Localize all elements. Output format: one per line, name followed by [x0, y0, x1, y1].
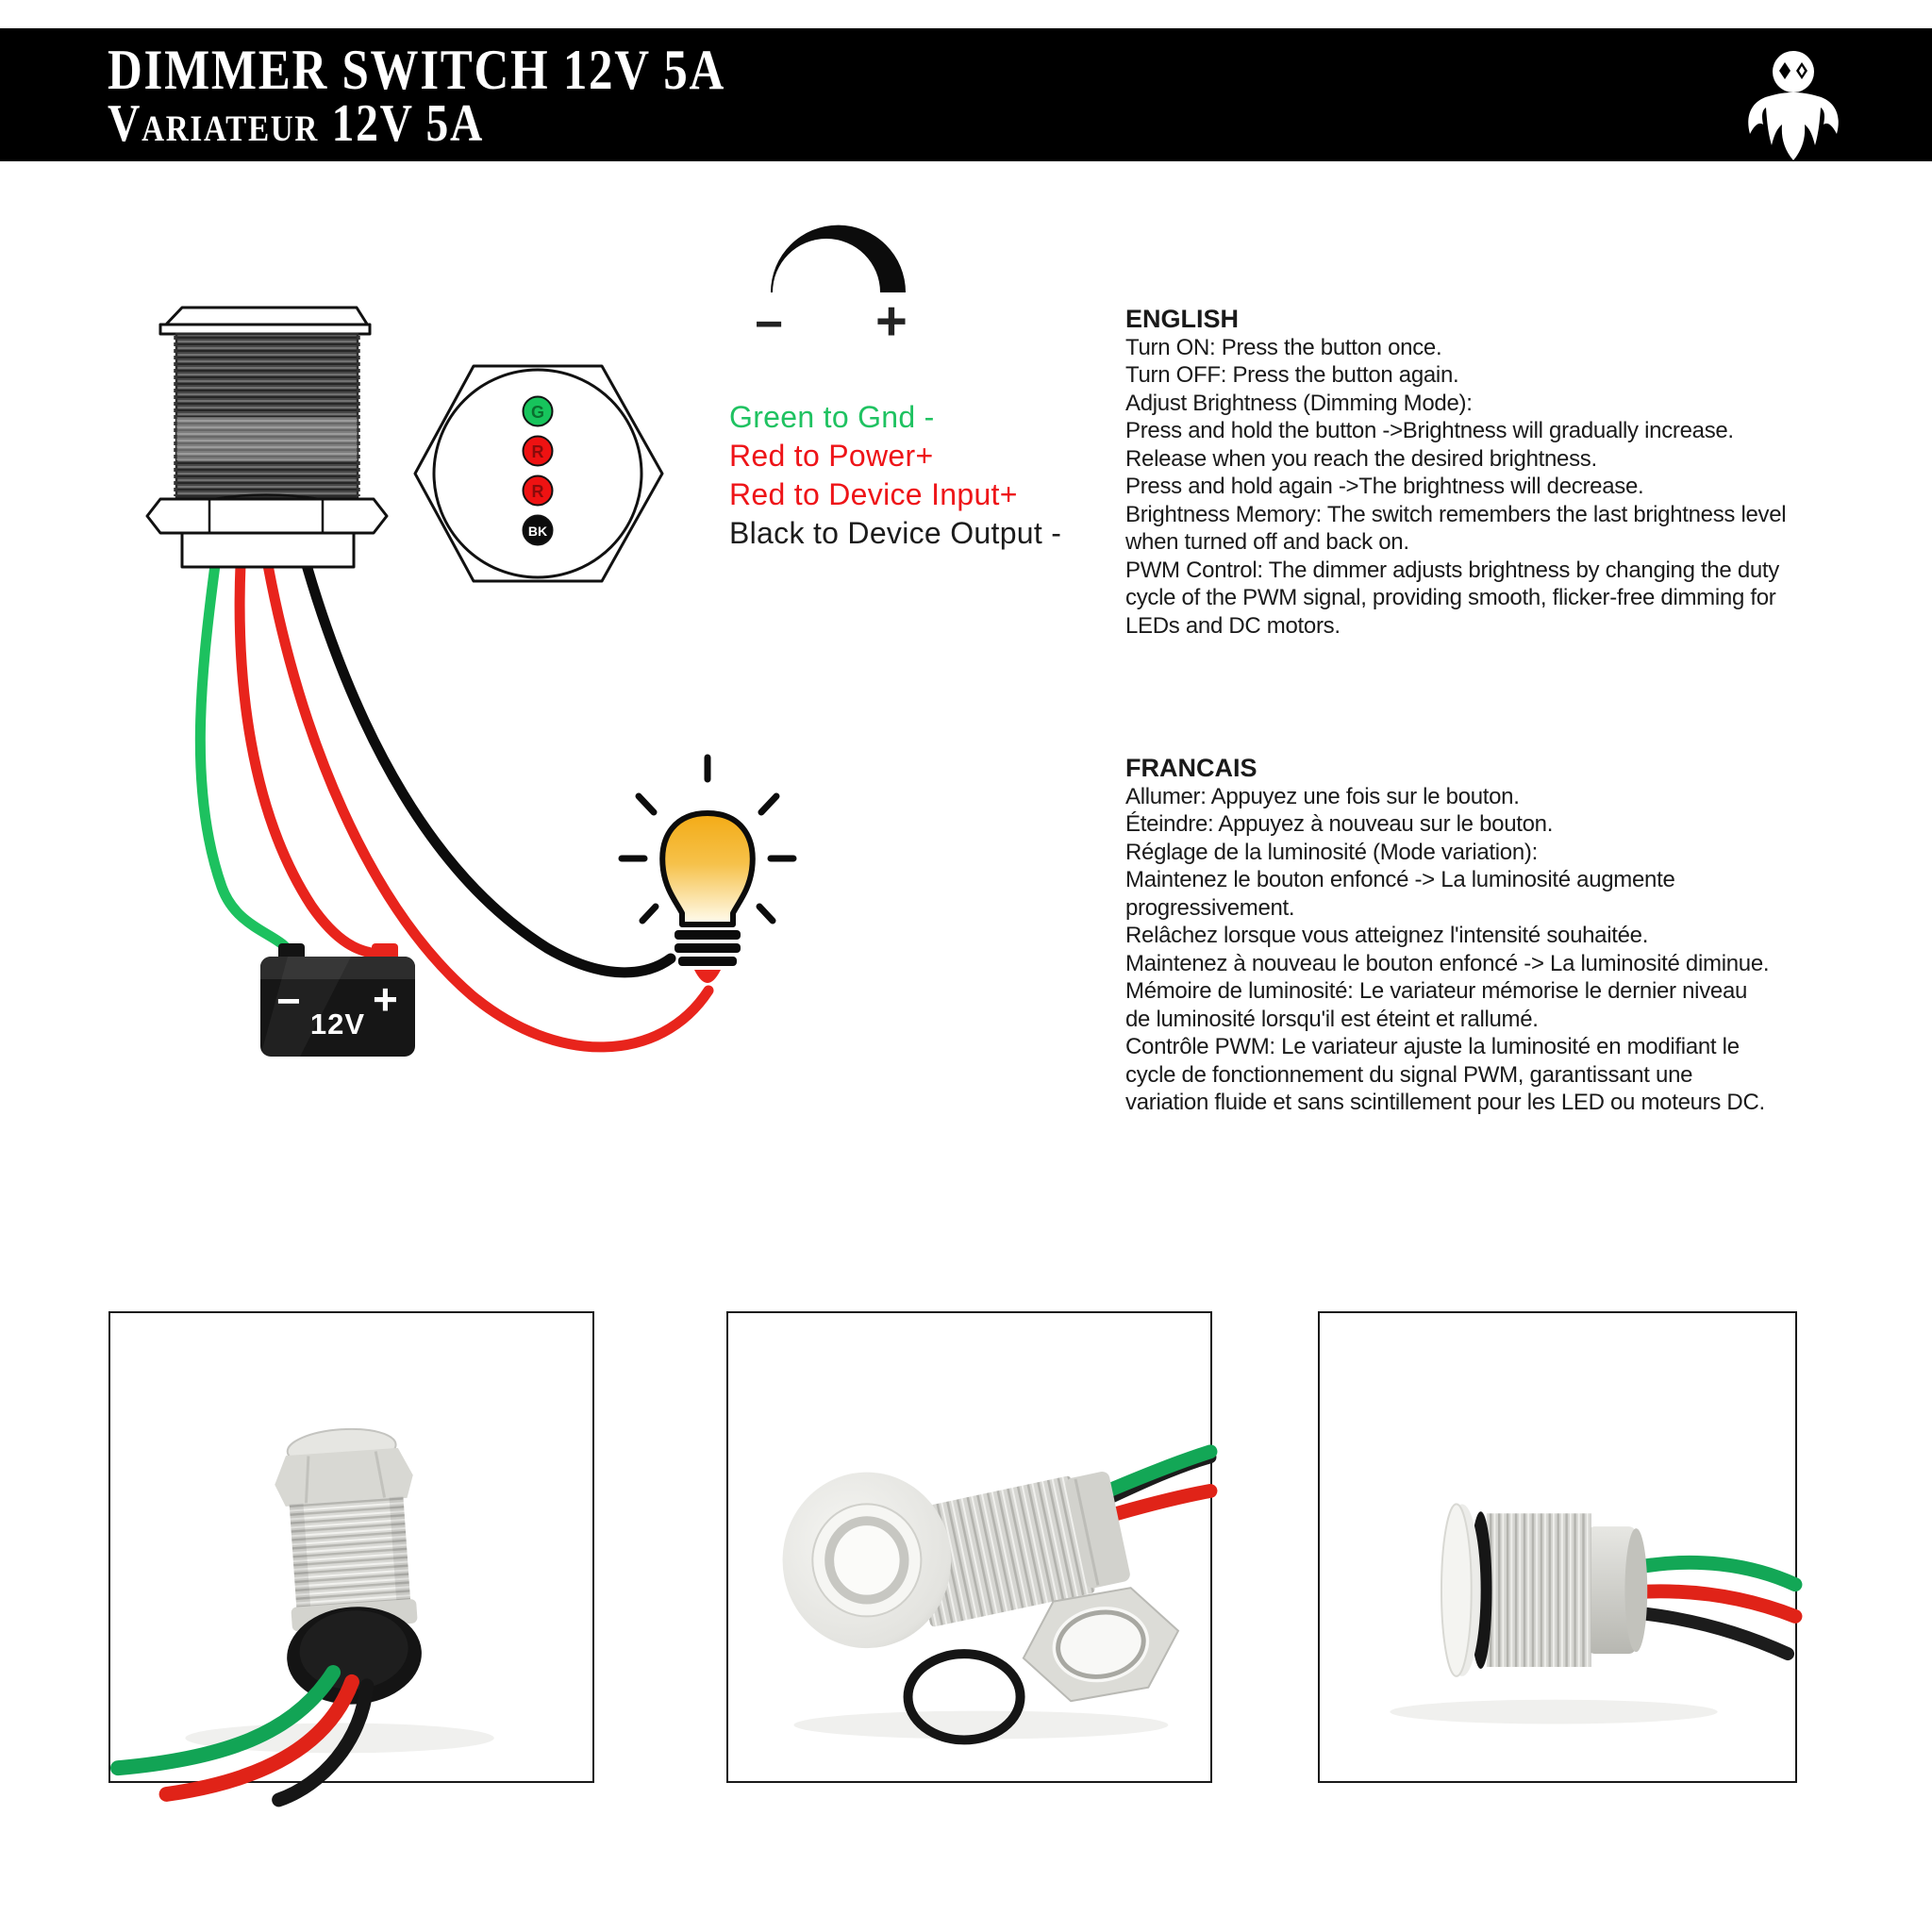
legend-red-power: Red to Power+	[729, 439, 934, 473]
pin-label: R	[532, 482, 544, 501]
text-line: PWM Control: The dimmer adjusts brightne…	[1125, 557, 1779, 583]
green-wire	[194, 559, 297, 962]
instructions-english: ENGLISH Turn ON: Press the button once.T…	[1125, 305, 1842, 641]
black-wire	[301, 559, 676, 978]
text-line: Maintenez le bouton enfoncé -> La lumino…	[1125, 867, 1675, 892]
hex-nut	[145, 497, 389, 535]
header-bar	[0, 28, 1932, 161]
text-line: Brightness Memory: The switch remembers …	[1125, 501, 1787, 527]
photo-side-profile-drawing	[1390, 1503, 1803, 1724]
text-line: Allumer: Appuyez une fois sur le bouton.	[1125, 783, 1520, 809]
o-ring-photo	[903, 1649, 1025, 1745]
text-line: cycle of the PWM signal, providing smoot…	[1125, 585, 1776, 610]
text-line: LEDs and DC motors.	[1125, 612, 1341, 639]
battery-neg-terminal	[278, 943, 305, 960]
page-subtitle: Variateur 12V 5A	[108, 94, 485, 153]
photo-rear-view-with-wires	[108, 1311, 594, 1807]
text-line: cycle de fonctionnement du signal PWM, g…	[1125, 1061, 1693, 1088]
photo-side-profile-with-wires	[1318, 1311, 1803, 1783]
pin-red-1	[522, 435, 554, 467]
page-title: DIMMER SWITCH 12V 5A	[108, 39, 726, 101]
text-line: Release when you reach the desired brigh…	[1125, 445, 1597, 472]
text-line: Turn OFF: Press the button again.	[1125, 362, 1459, 388]
battery-minus-glyph: −	[276, 978, 301, 1024]
battery-voltage-label: 12V	[309, 1008, 366, 1041]
threaded-body	[175, 332, 359, 499]
pin-label: R	[532, 442, 544, 461]
led-ring	[824, 1516, 909, 1605]
pin-label: G	[531, 403, 544, 422]
rear-hex-pinout: G R R BK	[413, 364, 664, 583]
text-line: progressivement.	[1125, 894, 1295, 921]
text-line: Adjust Brightness (Dimming Mode):	[1125, 390, 1473, 416]
legend-black: Black to Device Output -	[729, 516, 1062, 550]
bulb-contact-tip	[694, 970, 721, 983]
red-power-wire	[234, 559, 385, 962]
photo-rear-view-drawing	[110, 1427, 494, 1807]
text-line: Press and hold the button ->Brightness w…	[1125, 418, 1734, 443]
text-line: Contrôle PWM: Le variateur ajuste la lum…	[1125, 1034, 1740, 1059]
battery-pos-terminal	[372, 943, 398, 960]
pin-green	[522, 395, 554, 427]
text-line: Réglage de la luminosité (Mode variation…	[1125, 839, 1538, 865]
text-line: de luminosité lorsqu'il est éteint et ra…	[1125, 1006, 1539, 1032]
dimmer-minus-glyph: −	[755, 297, 784, 352]
instructions-french: FRANCAIS Allumer: Appuyez une fois sur l…	[1125, 754, 1842, 1117]
photo-front-view-drawing	[782, 1444, 1218, 1745]
battery-plus-glyph: +	[373, 974, 398, 1024]
red-device-wire	[262, 559, 714, 1053]
pin-black	[522, 514, 554, 546]
hex-nut-photo	[1022, 1587, 1180, 1703]
text-line: Maintenez à nouveau le bouton enfoncé ->…	[1125, 950, 1770, 976]
legend-green: Green to Gnd -	[729, 400, 935, 434]
text-line: Relâchez lorsque vous atteignez l'intens…	[1125, 923, 1649, 948]
photo-front-view-nut-oring	[726, 1311, 1218, 1783]
spectre-octopus-icon	[1748, 51, 1839, 160]
text-line: Éteindre: Appuyez à nouveau sur le bouto…	[1125, 811, 1554, 837]
brightness-arc-icon	[771, 225, 906, 292]
french-body: Allumer: Appuyez une fois sur le bouton.…	[1125, 783, 1842, 1117]
wires	[194, 559, 714, 1053]
pin-red-2	[522, 475, 554, 507]
text-line: Turn ON: Press the button once.	[1125, 334, 1442, 360]
text-line: variation fluide et sans scintillement p…	[1125, 1090, 1765, 1115]
dimmer-plus-glyph: +	[875, 291, 908, 352]
english-body: Turn ON: Press the button once.Turn OFF:…	[1125, 334, 1842, 641]
text-line: Mémoire de luminosité: Le variateur mémo…	[1125, 978, 1748, 1004]
switch-base	[180, 531, 356, 569]
battery-12v	[260, 943, 415, 1057]
bulb-rays	[618, 754, 797, 924]
legend-red-device: Red to Device Input+	[729, 477, 1018, 511]
light-bulb-icon	[618, 754, 797, 983]
text-line: Press and hold again ->The brightness wi…	[1125, 474, 1644, 499]
text-line: when turned off and back on.	[1125, 529, 1409, 555]
push-button-side-view	[145, 306, 389, 569]
pin-label: BK	[528, 524, 547, 539]
english-heading: ENGLISH	[1125, 305, 1240, 333]
french-heading: FRANCAIS	[1125, 754, 1257, 782]
